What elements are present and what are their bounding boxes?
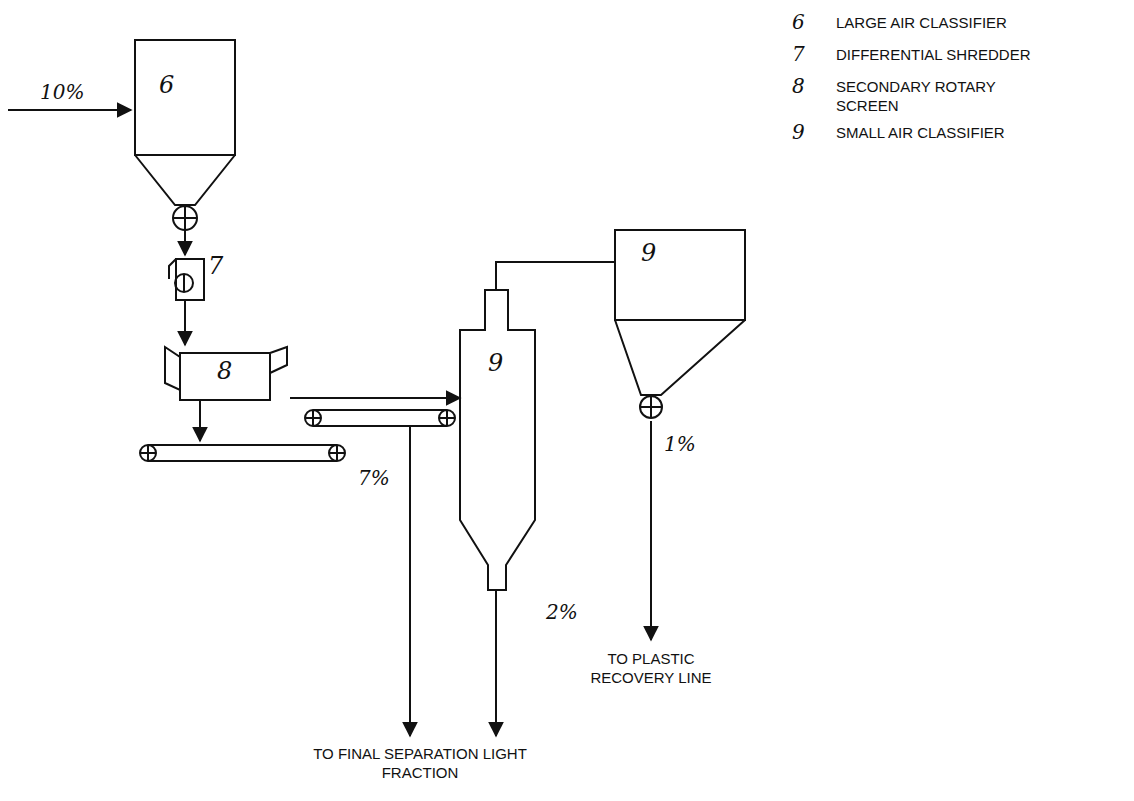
equipment-outline: [460, 290, 535, 590]
callout-number: 9: [641, 240, 656, 266]
legend-text: DIFFERENTIAL SHREDDER: [836, 46, 1076, 65]
equipment-outline: [615, 230, 745, 418]
plastic-arrow: [650, 421, 652, 640]
legend-number: 7: [792, 42, 822, 67]
legend-text: SECONDARY ROTARY SCREEN: [836, 78, 1011, 116]
equipment-outline: [615, 230, 745, 420]
callout-number: 7: [208, 253, 223, 279]
air-classifier-hopper: 6: [135, 40, 235, 230]
callout-number: 8: [217, 358, 232, 384]
flow-percent: 7%: [358, 466, 403, 491]
destination-label: TO FINAL SEPARATION LIGHT FRACTION: [300, 745, 540, 783]
legend-text: LARGE AIR CLASSIFIER: [836, 14, 1076, 33]
flow-connector: [184, 230, 186, 255]
lower-conveyor: [140, 445, 345, 461]
destination-label: TO PLASTIC RECOVERY LINE: [566, 650, 736, 688]
equipment-outline: [169, 259, 204, 300]
legend-text: SMALL AIR CLASSIFIER: [836, 124, 1076, 143]
equipment-outline: [135, 40, 235, 230]
flow-percent: 10%: [40, 80, 100, 105]
equipment-outline: [165, 347, 287, 400]
legend-number: 6: [792, 10, 822, 35]
flow-connector: [496, 262, 615, 290]
callout-number: 6: [159, 72, 174, 98]
flow-percent: 2%: [546, 600, 591, 625]
equipment-outline: [135, 40, 235, 230]
air-classifier-hopper: 9: [615, 230, 745, 420]
flow-percent: 1%: [664, 432, 709, 457]
light-fraction-arrow: [495, 591, 497, 736]
feed-arrow: [8, 109, 131, 111]
air-classifier-column: 9: [460, 290, 535, 590]
flow-connector: [290, 397, 460, 399]
equipment-outline: [460, 290, 535, 590]
legend-number: 9: [792, 120, 822, 145]
underflow-arrow: [199, 401, 201, 441]
shredder-symbol: 7: [166, 255, 226, 300]
legend-number: 8: [792, 74, 822, 99]
callout-number: 9: [488, 350, 503, 376]
light-fraction-arrow: [409, 427, 411, 736]
transfer-conveyor: [305, 410, 455, 426]
rotary-screen: 8: [165, 345, 290, 400]
flow-connector: [184, 300, 186, 345]
